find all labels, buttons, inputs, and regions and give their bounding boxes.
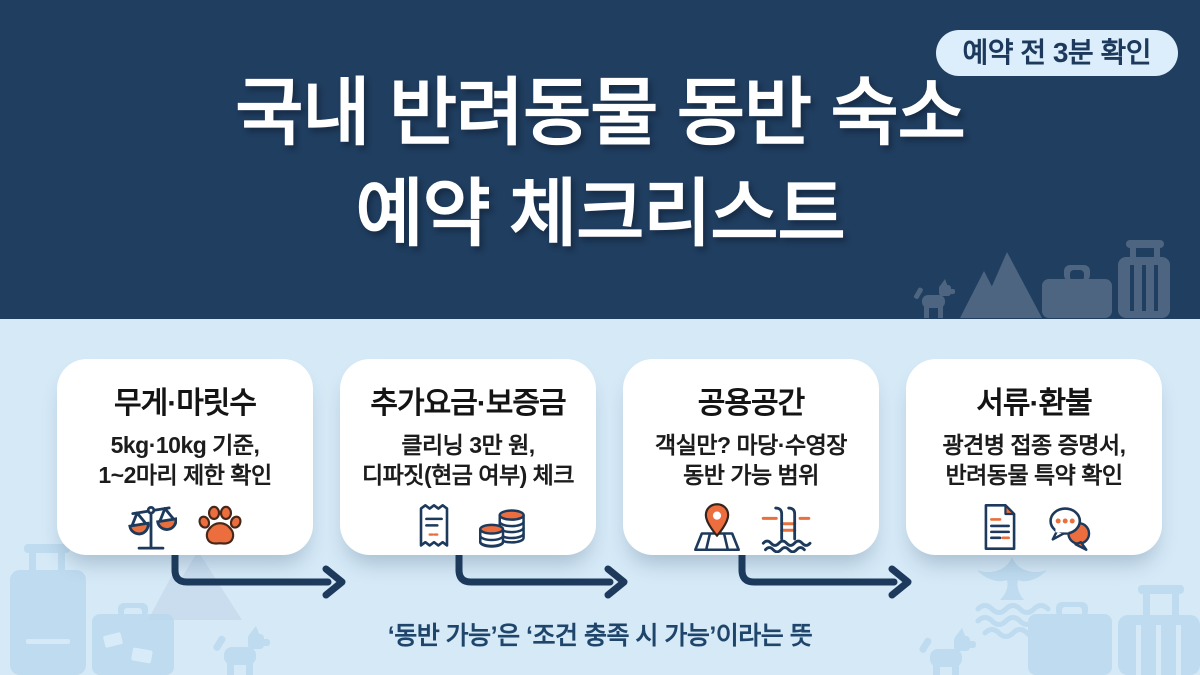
scale-icon	[127, 505, 177, 550]
card-title: 공용공간	[697, 387, 805, 420]
card-body-line2: 동반 가능 범위	[683, 462, 819, 488]
mountains-silhouette-icon	[960, 252, 1042, 318]
card-body-line1: 객실만? 마당·수영장	[655, 432, 847, 458]
dog-silhouette-icon	[213, 626, 270, 675]
hero-decor-group	[914, 240, 1170, 318]
pool-icon	[761, 506, 811, 553]
arrow-1-icon	[171, 543, 346, 599]
checklist-panel: 무게·마릿수 5kg·10kg 기준, 1~2마리 제한 확인	[0, 319, 1200, 675]
page-title-line2: 예약 체크리스트	[355, 172, 845, 255]
checklist-card-shared-spaces: 공용공간 객실만? 마당·수영장 동반 가능 범위	[623, 359, 879, 555]
map-pin-icon	[693, 503, 740, 552]
card-body-line1: 5kg·10kg 기준,	[110, 432, 260, 458]
card-body-line1: 광견병 접종 증명서,	[942, 432, 1126, 458]
suitcase-silhouette-icon	[92, 603, 174, 675]
card-title: 무게·마릿수	[114, 387, 257, 420]
dog-silhouette-icon	[919, 628, 976, 675]
checklist-card-fees: 추가요금·보증금 클리닝 3만 원, 디파짓(현금 여부) 체크	[340, 359, 596, 555]
card-body: 객실만? 마당·수영장 동반 가능 범위	[623, 430, 879, 490]
arrow-2-icon	[455, 543, 628, 599]
card-body: 광견병 접종 증명서, 반려동물 특약 확인	[906, 430, 1162, 490]
card-body-line2: 반려동물 특약 확인	[945, 462, 1123, 488]
whale-tail-silhouette-icon	[977, 557, 1047, 600]
arrow-3-icon	[738, 543, 912, 599]
card-body: 클리닝 3만 원, 디파짓(현금 여부) 체크	[340, 430, 596, 490]
paw-icon	[197, 505, 242, 545]
footnote-text: ‘동반 가능’은 ‘조건 충족 시 가능’이라는 뜻	[387, 622, 813, 650]
dog-silhouette-icon	[914, 279, 955, 318]
suitcase-silhouette-icon	[1028, 602, 1112, 675]
card-body-line2: 1~2마리 제한 확인	[98, 462, 272, 488]
page-title: 국내 반려동물 동반 숙소 예약 체크리스트	[0, 62, 1200, 264]
card-body-line1: 클리닝 3만 원,	[401, 432, 535, 458]
checklist-card-weight: 무게·마릿수 5kg·10kg 기준, 1~2마리 제한 확인	[57, 359, 313, 555]
luggage-silhouette-icon	[1118, 585, 1200, 675]
flow-arrows	[171, 543, 912, 599]
suitcase-silhouette-icon	[1042, 265, 1112, 318]
luggage-silhouette-icon	[10, 544, 86, 675]
coins-icon	[478, 509, 525, 548]
panel-decor-group	[10, 544, 1200, 675]
status-badge: 예약 전 3분 확인	[935, 30, 1178, 76]
document-icon	[984, 504, 1015, 550]
hero-section: 예약 전 3분 확인 국내 반려동물 동반 숙소 예약 체크리스트	[0, 0, 1200, 319]
card-body: 5kg·10kg 기준, 1~2마리 제한 확인	[57, 430, 313, 490]
receipt-icon	[419, 504, 448, 547]
chat-icon	[1048, 507, 1090, 551]
checklist-card-documents: 서류·환불 광견병 접종 증명서, 반려동물 특약 확인	[906, 359, 1162, 555]
luggage-silhouette-icon	[1118, 240, 1170, 318]
card-title: 추가요금·보증금	[370, 387, 566, 420]
card-body-line2: 디파짓(현금 여부) 체크	[361, 462, 575, 488]
card-title: 서류·환불	[976, 387, 1092, 420]
page-title-line1: 국내 반려동물 동반 숙소	[235, 71, 965, 154]
